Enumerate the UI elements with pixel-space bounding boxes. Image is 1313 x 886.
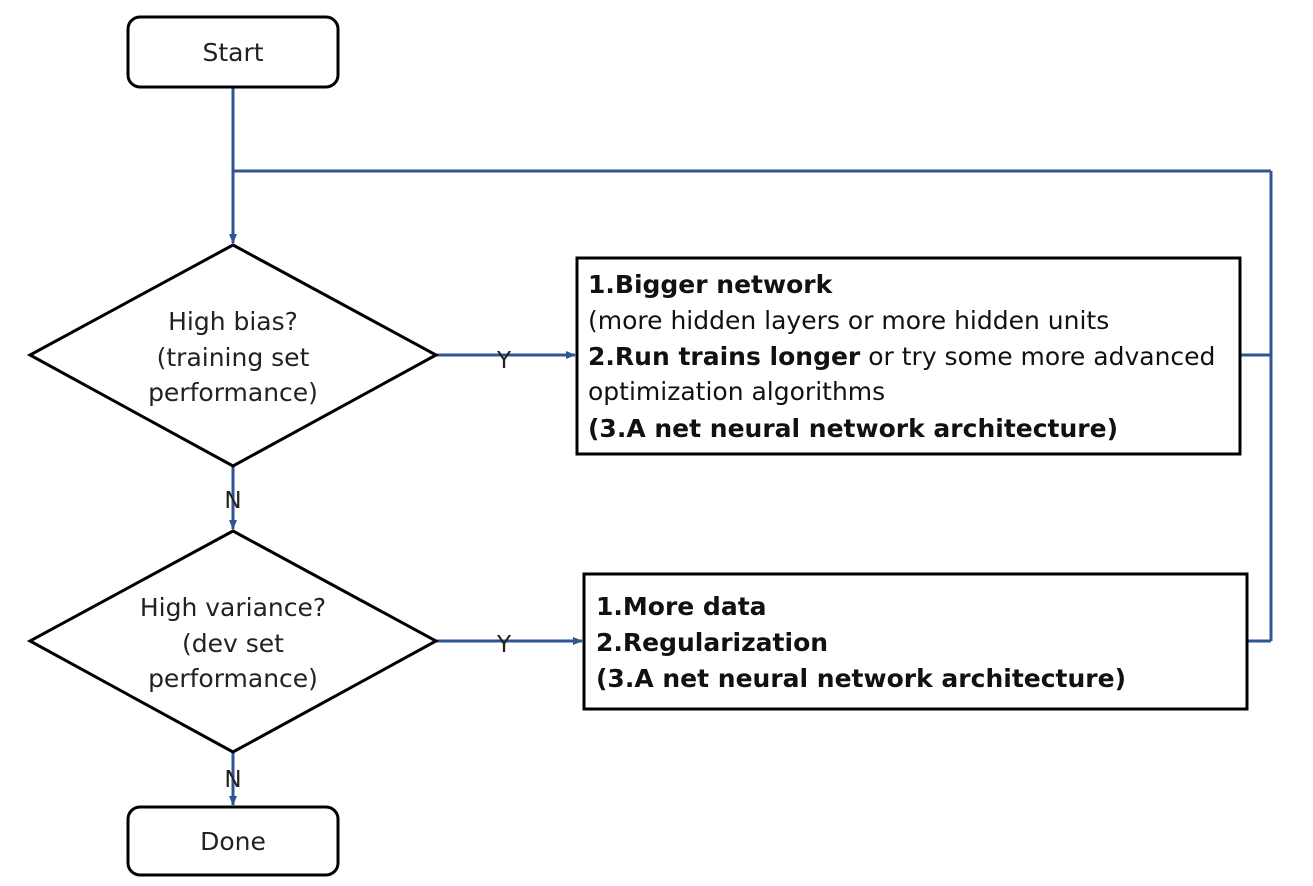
bias-decision: High bias? (training set performance) (26, 243, 440, 468)
connectors (229, 87, 1273, 806)
bias-detail-2: performance) (148, 378, 318, 407)
variance-decision: High variance? (dev set performance) (26, 529, 440, 754)
bias-remedy-2-detail: optimization algorithms (588, 377, 885, 406)
bias-question: High bias? (168, 307, 298, 336)
bias-detail-1: (training set (157, 343, 310, 372)
bias-remedy-1: 1.Bigger network (588, 270, 834, 299)
bias-remedy-box: 1.Bigger network (more hidden layers or … (575, 256, 1242, 456)
variance-remedy-2: 2.Regularization (596, 628, 828, 657)
bias-remedy-1-detail: (more hidden layers or more hidden units (588, 306, 1109, 335)
variance-detail-1: (dev set (182, 629, 284, 658)
start-node: Start (126, 15, 340, 89)
bias-remedy-2-bold: 2.Run trains longer (588, 342, 861, 371)
variance-yes-label: Y (496, 632, 512, 658)
bias-yes-label: Y (496, 348, 512, 374)
bias-remedy-3: (3.A net neural network architecture) (588, 414, 1118, 443)
variance-detail-2: performance) (148, 664, 318, 693)
bias-remedy-2-rest: or try some more advanced (860, 342, 1215, 371)
bias-remedy-2: 2.Run trains longer or try some more adv… (588, 342, 1215, 371)
variance-question: High variance? (140, 593, 326, 622)
variance-remedy-1: 1.More data (596, 592, 767, 621)
variance-no-label: N (224, 767, 241, 793)
done-node: Done (126, 805, 340, 877)
variance-remedy-3: (3.A net neural network architecture) (596, 664, 1126, 693)
variance-remedy-box: 1.More data 2.Regularization (3.A net ne… (582, 572, 1249, 711)
done-label: Done (200, 827, 266, 856)
bias-no-label: N (224, 488, 241, 514)
start-label: Start (202, 38, 263, 67)
